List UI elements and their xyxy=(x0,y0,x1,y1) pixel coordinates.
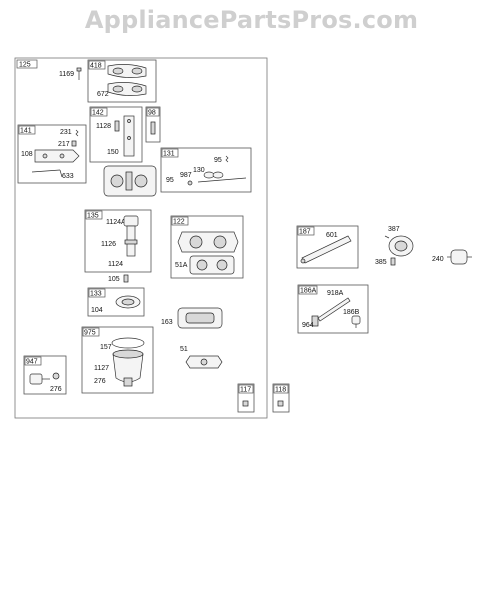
rod-icon xyxy=(311,297,351,327)
watermark-logo: AppliancePartsPros.com xyxy=(84,6,419,34)
box-number-133: 133 xyxy=(90,291,102,298)
part-label-387: 387 xyxy=(388,226,400,233)
pin-icon xyxy=(150,121,156,135)
box-number-118: 118 xyxy=(275,387,286,394)
part-label-1169: 1169 xyxy=(59,71,74,78)
fuel-nozzle-icon xyxy=(123,215,139,257)
box-number-125: 125 xyxy=(19,62,31,69)
kit-142[interactable]: 142 1128 150 xyxy=(89,106,143,163)
kit-135[interactable]: 135 1124A 1126 1124 xyxy=(84,209,152,273)
spacer-51-icon xyxy=(185,355,223,369)
kit-975[interactable]: 975 157 1127 276 xyxy=(81,326,154,394)
part-label-633: 633 xyxy=(62,173,74,180)
kit-98[interactable]: 98 xyxy=(145,106,161,143)
part-label-276-solenoid: 276 xyxy=(50,386,62,393)
part-label-1128: 1128 xyxy=(96,123,111,130)
tube-icon xyxy=(300,235,352,264)
fitting-icon xyxy=(242,400,249,407)
screw-icon xyxy=(123,274,129,283)
gasket-set-icon xyxy=(177,231,239,275)
box-number-122: 122 xyxy=(173,219,185,226)
bolt-icon xyxy=(114,120,120,132)
part-label-240: 240 xyxy=(432,256,444,263)
kit-418[interactable]: 418 672 xyxy=(87,59,157,103)
part-label-157: 157 xyxy=(100,344,112,351)
box-number-135: 135 xyxy=(87,213,99,220)
part-label-105: 105 xyxy=(108,276,120,283)
part-label-163: 163 xyxy=(161,319,173,326)
part-label-385: 385 xyxy=(375,259,387,266)
o-ring-icon xyxy=(111,337,145,349)
box-number-187: 187 xyxy=(299,229,311,236)
fuel-pump-icon xyxy=(384,235,414,257)
part-label-987: 987 xyxy=(180,172,192,179)
float-bowl-icon xyxy=(115,295,141,309)
part-label-964: 964 xyxy=(302,322,314,329)
kit-117[interactable]: 117 xyxy=(237,383,255,413)
box-number-131: 131 xyxy=(163,151,175,158)
kit-187[interactable]: 187 601 xyxy=(296,225,359,269)
box-number-975: 975 xyxy=(84,330,96,337)
box-number-98: 98 xyxy=(148,110,156,117)
part-label-95-left: 95 xyxy=(166,177,174,184)
clip-icon xyxy=(71,140,77,147)
part-label-1124: 1124 xyxy=(108,261,123,268)
part-label-1127: 1127 xyxy=(94,365,109,372)
part-label-601: 601 xyxy=(326,232,338,239)
part-label-672: 672 xyxy=(97,91,109,98)
kit-118[interactable]: 118 xyxy=(272,383,290,413)
part-label-150: 150 xyxy=(107,149,119,156)
spring-icon xyxy=(75,129,79,137)
kit-141[interactable]: 141 231 217 108 633 xyxy=(17,124,87,184)
solenoid-icon xyxy=(29,372,60,385)
kit-122[interactable]: 122 51A xyxy=(170,215,244,279)
box-number-947: 947 xyxy=(26,359,38,366)
kit-131[interactable]: 131 95 130 987 95 xyxy=(160,147,252,193)
part-label-104: 104 xyxy=(91,307,103,314)
part-label-130: 130 xyxy=(193,167,205,174)
part-label-231: 231 xyxy=(60,129,72,136)
part-label-276-bowl: 276 xyxy=(94,378,106,385)
throttle-shaft-icon xyxy=(187,171,247,186)
part-label-1124A: 1124A xyxy=(106,219,126,226)
box-number-141: 141 xyxy=(20,128,32,135)
kit-186A[interactable]: 186A 918A 186B 964 xyxy=(297,284,369,334)
gasket-icon xyxy=(107,64,147,96)
part-label-217: 217 xyxy=(58,141,70,148)
linkage-plate-icon xyxy=(31,149,80,178)
box-number-117: 117 xyxy=(240,387,251,394)
gasket-163-icon xyxy=(177,307,223,329)
elbow-fitting-icon xyxy=(351,315,361,328)
carburetor-body-icon xyxy=(103,165,157,197)
fitting-icon xyxy=(277,400,284,407)
part-label-108: 108 xyxy=(21,151,33,158)
part-label-918A: 918A xyxy=(327,290,344,297)
fuel-bowl-icon xyxy=(112,349,144,387)
bracket-icon xyxy=(123,115,135,157)
part-label-51: 51 xyxy=(180,346,188,353)
screw-icon xyxy=(76,67,82,80)
fuel-filter-icon xyxy=(447,249,472,265)
part-label-186B: 186B xyxy=(343,309,360,316)
box-number-186A: 186A xyxy=(300,288,317,295)
part-label-1126: 1126 xyxy=(101,241,116,248)
kit-133[interactable]: 133 104 xyxy=(87,287,145,317)
part-label-51A: 51A xyxy=(175,262,188,269)
spring-icon xyxy=(225,155,229,163)
box-number-418: 418 xyxy=(90,63,102,70)
assembly-125[interactable]: 125 1169 xyxy=(14,57,268,419)
screw-icon xyxy=(390,257,396,266)
part-label-95-top: 95 xyxy=(214,157,222,164)
box-number-142: 142 xyxy=(92,110,104,117)
kit-947[interactable]: 947 276 xyxy=(23,355,67,395)
